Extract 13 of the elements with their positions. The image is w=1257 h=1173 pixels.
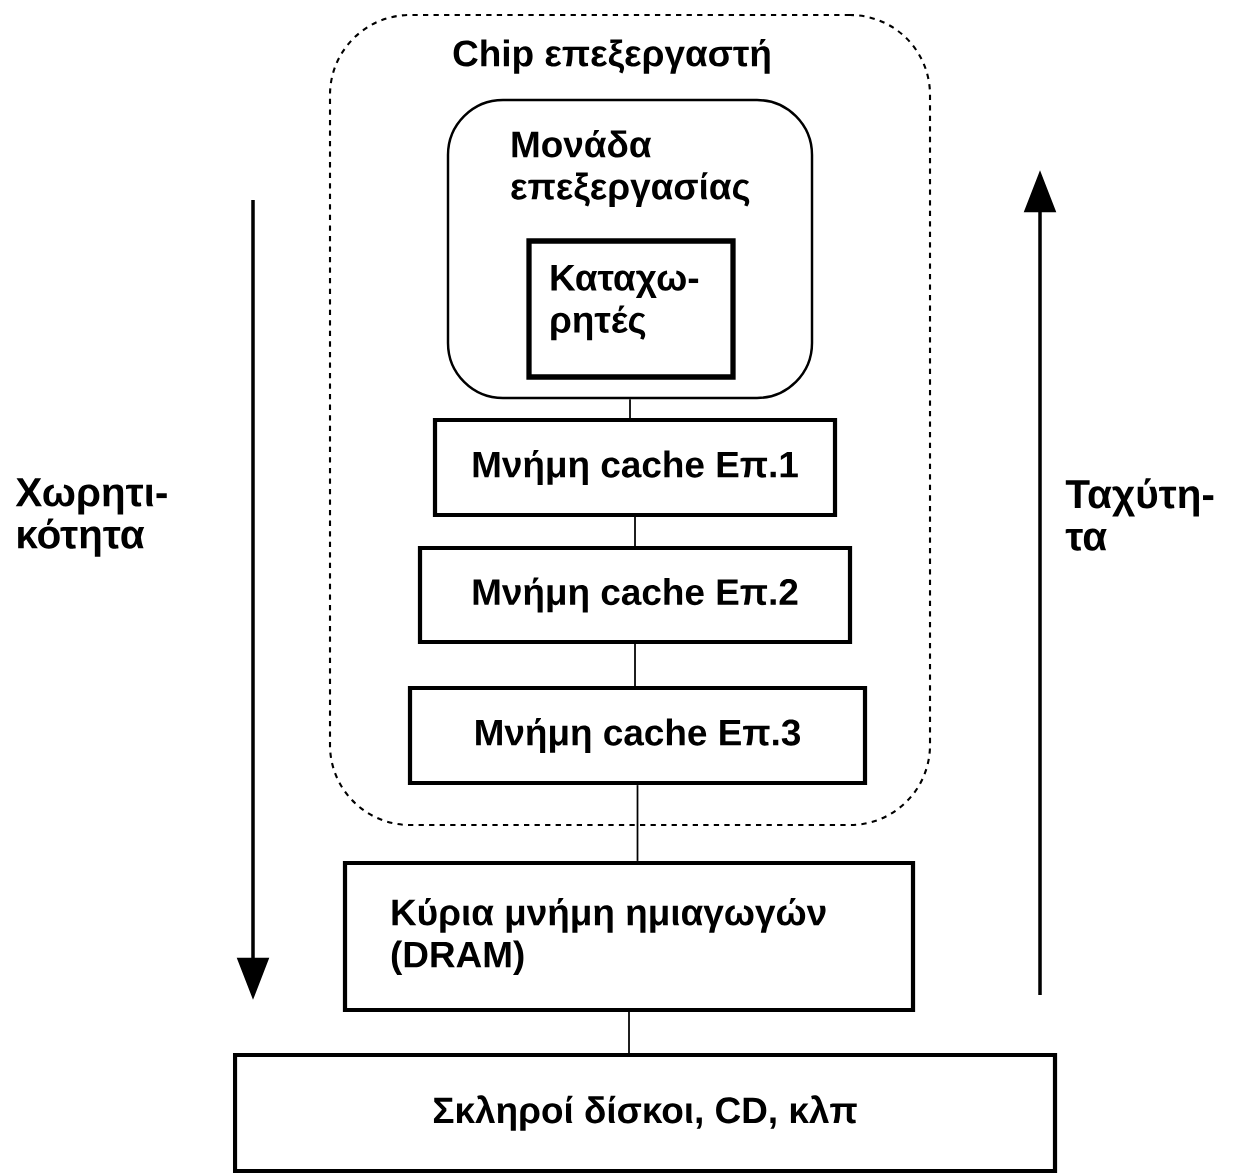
memory-box: Σκληροί δίσκοι, CD, κλπ bbox=[232, 1052, 1058, 1173]
connector-line bbox=[636, 784, 639, 862]
axis-label: Χωρητι- κότητα bbox=[15, 478, 167, 557]
memory-box: Μνήμη cache Επ.3 bbox=[407, 685, 868, 786]
register-box: Καταχω- ρητές bbox=[526, 238, 736, 380]
connector-line bbox=[634, 516, 636, 547]
connector-line bbox=[634, 643, 636, 687]
connector-line bbox=[629, 398, 631, 419]
connector-line bbox=[628, 1011, 630, 1054]
memory-box: Μνήμη cache Επ.1 bbox=[432, 417, 838, 518]
memory-box: Κύρια μνήμη ημιαγωγών (DRAM) bbox=[342, 860, 916, 1013]
axis-label: Ταχύτη- τα bbox=[1065, 478, 1214, 551]
memory-box: Μνήμη cache Επ.2 bbox=[417, 545, 853, 645]
